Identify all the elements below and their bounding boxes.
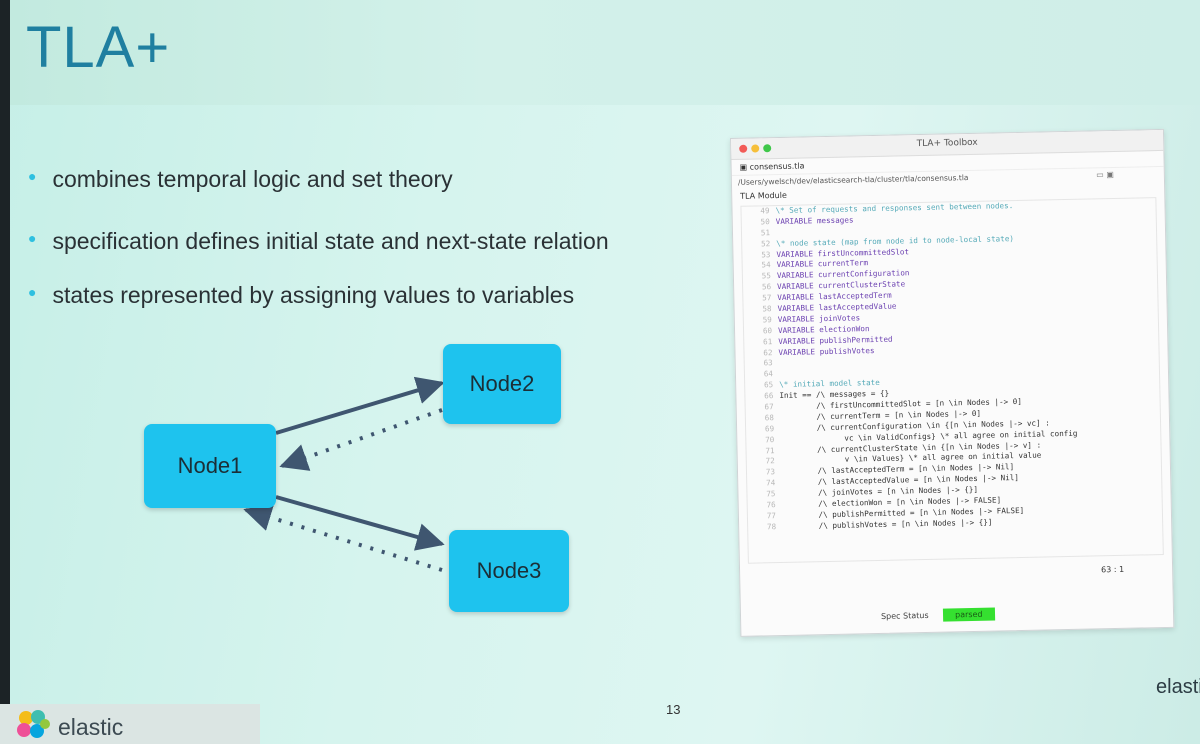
code-text: VARIABLE currentConfiguration xyxy=(776,268,910,281)
bullet-dot-icon: ● xyxy=(28,284,37,300)
line-number: 54 xyxy=(761,260,771,270)
line-number: 72 xyxy=(765,456,775,466)
spec-status: Spec Status parsed xyxy=(880,607,995,623)
node-label: Node3 xyxy=(476,558,542,583)
line-number: 69 xyxy=(764,423,775,434)
code-text: VARIABLE firstUncommittedSlot xyxy=(776,246,910,259)
line-number: 62 xyxy=(763,347,773,357)
code-text: VARIABLE electionWon xyxy=(777,323,870,335)
line-number: 56 xyxy=(761,282,772,292)
line-number: 65 xyxy=(763,380,774,390)
line-number: 76 xyxy=(766,500,776,510)
code-text: VARIABLE currentTerm xyxy=(776,258,869,270)
line-number: 61 xyxy=(763,336,773,347)
code-text: VARIABLE currentClusterState xyxy=(777,279,906,292)
edge-node3-to-node1-dotted xyxy=(243,503,443,572)
slide: TLA+ ● combines temporal logic and set th… xyxy=(10,0,1200,744)
line-number: 68 xyxy=(764,413,774,423)
line-number: 67 xyxy=(764,402,774,412)
file-icon: ▣ xyxy=(739,162,748,172)
elastic-logo-text: elastic xyxy=(58,714,124,740)
cursor-position: 63 : 1 xyxy=(1100,564,1125,575)
minimize-editor-icon[interactable]: ▭ xyxy=(1096,170,1104,180)
code-text: VARIABLE publishPermitted xyxy=(778,334,893,346)
code-text: \* initial model state xyxy=(779,378,880,390)
line-number: 53 xyxy=(761,249,771,259)
line-number: 55 xyxy=(761,271,771,281)
line-number: 66 xyxy=(764,391,774,401)
line-number: 77 xyxy=(766,511,777,521)
bullet-item: ● combines temporal logic and set theory xyxy=(28,166,453,193)
code-text: VARIABLE lastAcceptedValue xyxy=(777,301,897,314)
bullet-text: states represented by assigning values t… xyxy=(52,282,575,308)
bullet-dot-icon: ● xyxy=(28,230,37,246)
node-label: Node2 xyxy=(469,371,535,396)
line-number: 73 xyxy=(765,467,776,477)
slide-number: 13 xyxy=(666,702,681,717)
bullet-item: ● specification defines initial state and… xyxy=(28,228,609,255)
code-text: VARIABLE messages xyxy=(775,215,854,226)
spec-status-label: Spec Status xyxy=(880,610,929,621)
tab-label: consensus.tla xyxy=(749,161,805,172)
line-number: 74 xyxy=(765,478,776,488)
code-text: VARIABLE publishVotes xyxy=(778,345,875,357)
line-number: 78 xyxy=(766,521,777,532)
node-box-node3: Node3 xyxy=(449,530,569,612)
edge-node1-to-node2 xyxy=(275,376,445,435)
line-number: 57 xyxy=(762,293,772,303)
node-label: Node1 xyxy=(177,453,243,478)
line-number: 49 xyxy=(760,206,770,216)
line-number: 50 xyxy=(760,217,770,227)
maximize-editor-icon[interactable]: ▣ xyxy=(1106,169,1114,180)
diagram-edges xyxy=(243,376,445,572)
slide-title: TLA+ xyxy=(26,15,171,80)
line-number: 58 xyxy=(762,304,772,314)
node-box-node2: Node2 xyxy=(443,344,561,424)
line-number: 71 xyxy=(765,445,775,455)
bullet-item: ● states represented by assigning values … xyxy=(28,282,574,309)
line-number: 52 xyxy=(760,238,771,249)
tla-toolbox-window: TLA+ Toolbox ▣ consensus.tla /Users/ywel… xyxy=(730,128,1175,637)
node-box-node1: Node1 xyxy=(144,424,276,508)
elastic-logo-icon xyxy=(17,710,50,738)
code-text: VARIABLE joinVotes xyxy=(777,313,861,324)
line-number: 60 xyxy=(762,325,773,336)
line-number: 59 xyxy=(762,315,772,325)
line-number: 63 xyxy=(763,358,773,368)
edge-node2-to-node1-dotted xyxy=(279,408,443,471)
brand-text: elastic xyxy=(1156,676,1200,698)
bullet-dot-icon: ● xyxy=(28,168,37,184)
window-title: TLA+ Toolbox xyxy=(916,137,978,150)
code-editor[interactable]: 49\* Set of requests and responses sent … xyxy=(740,197,1164,564)
edge-node1-to-node3 xyxy=(275,495,445,551)
code-text: Init == /\ messages = {} xyxy=(779,388,890,401)
line-number: 64 xyxy=(763,369,774,379)
code-text: VARIABLE lastAcceptedTerm xyxy=(777,290,892,303)
bullet-text: combines temporal logic and set theory xyxy=(52,166,453,192)
line-number: 70 xyxy=(765,434,775,445)
elastic-logo: elastic xyxy=(0,704,260,744)
title-band xyxy=(10,0,1200,105)
bullet-text: specification defines initial state and … xyxy=(52,228,609,254)
line-number: 75 xyxy=(766,489,776,499)
spec-status-badge: parsed xyxy=(942,607,995,622)
line-number: 51 xyxy=(760,227,771,238)
